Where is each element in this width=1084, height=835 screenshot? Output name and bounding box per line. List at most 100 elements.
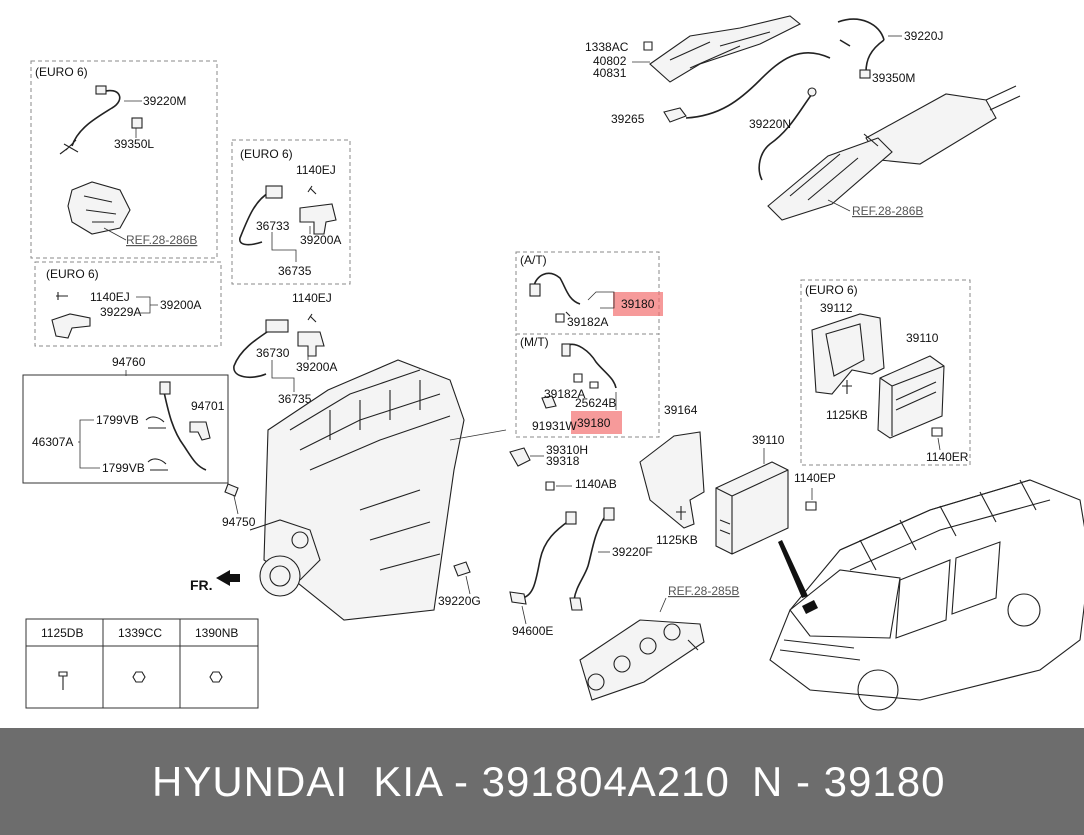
ecu-39110-b <box>877 355 945 439</box>
leader-39180-at <box>587 291 615 309</box>
part-39220G-label: 39220G <box>438 594 481 608</box>
ecu-location-arrow <box>778 540 808 598</box>
clip-39229A <box>51 313 91 339</box>
part-39350L-label: 39350L <box>114 137 154 151</box>
sensor-39220M-connector <box>95 85 107 95</box>
part-36733-label: 36733 <box>256 219 290 233</box>
part-number-label: - 391804A210 <box>454 757 730 805</box>
alt-number-label: N - 39180 <box>752 757 946 805</box>
bolt-1140EJ-b <box>56 292 68 300</box>
part-25624B-label: 25624B <box>575 396 616 410</box>
part-40831-label: 40831 <box>593 66 627 80</box>
part-36730-label: 36730 <box>256 346 290 360</box>
part-94600E-label: 94600E <box>512 624 553 638</box>
part-39110-label-b: 39110 <box>906 331 939 345</box>
sensor-mt-wire <box>565 343 617 389</box>
part-1125KB-label-a: 1125KB <box>656 533 698 547</box>
part-39182A-label-a: 39182A <box>567 315 608 329</box>
brand-label: HYUNDAI KIA <box>152 757 445 805</box>
part-39220N-label: 39220N <box>749 117 791 131</box>
bolt-1125KB-a <box>676 506 686 520</box>
euro6-ecu-group-box <box>800 279 971 466</box>
exhaust-manifold-28-285B <box>579 619 705 701</box>
part-1140EP-label: 1140EP <box>794 471 836 485</box>
part-1338AC-label: 1338AC <box>585 40 629 54</box>
sensor-91931W <box>541 395 557 409</box>
part-94750-label: 94750 <box>222 515 256 529</box>
highlight-39180-mt <box>571 411 622 434</box>
part-91931W-label: 91931W <box>532 419 577 433</box>
part-39220F-label: 39220F <box>612 545 653 559</box>
part-1140EJ-label-b: 1140EJ <box>90 290 130 304</box>
part-39112-label: 39112 <box>820 301 853 315</box>
part-39164-label: 39164 <box>664 403 698 417</box>
clip-25624B <box>589 381 599 389</box>
front-arrow-icon <box>216 570 240 586</box>
leader-94750 <box>233 495 239 515</box>
sensor-39220F-connector <box>603 507 615 521</box>
sensor-39220N-ring <box>807 87 817 97</box>
bracket-39200A-a <box>299 203 337 235</box>
fr-label: FR. <box>190 577 213 593</box>
sensor-94750 <box>224 483 239 497</box>
sensor-36730-wire <box>233 329 271 379</box>
ecu-39110-b-detail <box>879 365 945 436</box>
part-1140ER-label: 1140ER <box>926 450 969 464</box>
sensor-39310H <box>509 447 531 467</box>
bracket-39112 <box>811 313 885 395</box>
euro6-label-d: (EURO 6) <box>805 283 858 297</box>
leader-94600E <box>521 605 527 625</box>
harness-group-box <box>22 374 229 484</box>
ref-28-285B-label: REF.28-285B <box>668 584 739 598</box>
bracket-39164 <box>639 431 705 529</box>
exhaust-muffler <box>767 85 1021 221</box>
sensor-39220N-wire <box>758 93 813 181</box>
bolt-1125KB-b <box>842 380 852 394</box>
ref-28-286B-label-b: REF.28-286B <box>852 204 923 218</box>
clip-1799VB-b <box>147 458 168 471</box>
part-39265-label: 39265 <box>611 112 645 126</box>
harness-94701-connector <box>159 381 171 395</box>
fastener-1125DB-header: 1125DB <box>41 626 83 640</box>
sensor-39265-wire <box>685 51 831 119</box>
bolt-1140EP <box>805 501 817 511</box>
sensor-94600E-probe <box>509 591 527 605</box>
sensor-94600E-connector <box>565 511 577 525</box>
leader-39220G <box>465 575 471 595</box>
sensor-94600E-wire <box>521 519 571 599</box>
part-39200A-label-a: 39200A <box>300 233 341 247</box>
sensor-at-wire <box>533 272 581 305</box>
heat-shield-detail <box>669 31 771 69</box>
bolt-1140EJ-a <box>307 185 317 195</box>
part-39200A-label-c: 39200A <box>296 360 337 374</box>
sensor-39220M-wire <box>71 89 121 147</box>
sensor-39220G <box>453 561 471 577</box>
part-36735-label-b: 36735 <box>278 392 312 406</box>
part-39350M-label: 39350M <box>872 71 915 85</box>
part-1799VB-label-b: 1799VB <box>102 461 145 475</box>
sensor-39265-module <box>663 107 687 123</box>
part-39318-label: 39318 <box>546 454 580 468</box>
sensor-39220J-wire <box>837 18 885 47</box>
part-1799VB-label-a: 1799VB <box>96 413 139 427</box>
sensor-mt-body <box>561 343 571 357</box>
part-39310H-label: 39310H <box>546 443 588 457</box>
ecu-39110-a-detail <box>715 469 789 554</box>
bracket-39200A-c <box>297 331 325 357</box>
part-1140AB-label: 1140AB <box>575 477 617 491</box>
euro6-sensor-group-box <box>30 60 218 259</box>
part-39180-label-at: 39180 <box>621 297 655 311</box>
leader-46307A <box>78 419 100 469</box>
heat-shield-40802 <box>649 15 802 83</box>
part-39182A-label-b: 39182A <box>544 387 585 401</box>
part-39220M-label: 39220M <box>143 94 186 108</box>
bolt-1140ER <box>931 427 943 437</box>
bracket-39112-detail <box>825 323 865 377</box>
vehicle-illustration <box>769 479 1084 711</box>
mt-group-box <box>515 333 660 438</box>
sensor-36733-wire <box>239 191 271 246</box>
leader-39200A-b <box>136 296 158 314</box>
part-39229A-label: 39229A <box>100 305 141 319</box>
fastener-1390NB-header: 1390NB <box>195 626 238 640</box>
nut-1390NB-icon <box>209 671 223 683</box>
